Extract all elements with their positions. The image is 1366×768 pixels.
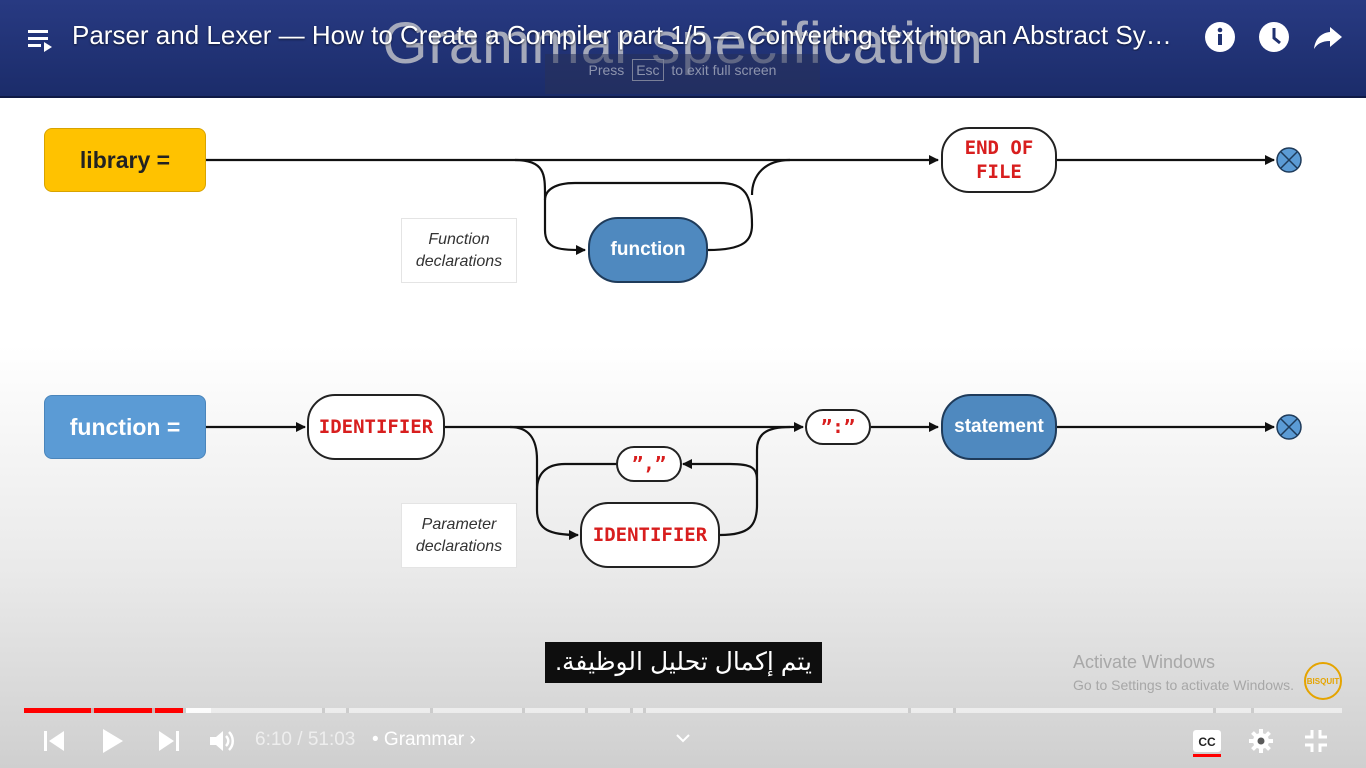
end-of-file-line-1: END OF bbox=[964, 137, 1034, 159]
function-nonterminal: function bbox=[588, 217, 708, 283]
svg-text:CC: CC bbox=[1198, 735, 1216, 749]
play-icon[interactable] bbox=[97, 725, 127, 757]
fullscreen-esc-hint: Press Esc to exit full screen bbox=[545, 54, 820, 94]
chapter-marker bbox=[345, 708, 349, 713]
library-rule-label: library = bbox=[44, 128, 206, 192]
chapter-marker bbox=[643, 708, 647, 713]
time-separator: / bbox=[297, 729, 303, 750]
chapter-marker bbox=[1212, 708, 1216, 713]
comma-terminal: ”,” bbox=[616, 446, 682, 482]
function-declarations-note: Function declarations bbox=[401, 218, 517, 283]
end-of-file-line-2: FILE bbox=[976, 161, 1022, 183]
activate-windows-title: Activate Windows bbox=[1073, 652, 1216, 672]
end-marker-2 bbox=[1276, 414, 1302, 440]
current-time: 6:10 bbox=[255, 729, 292, 750]
function-loop-in bbox=[514, 158, 586, 255]
chapter-marker bbox=[429, 708, 433, 713]
chevron-right-icon: › bbox=[469, 729, 476, 750]
identifier-terminal-2: IDENTIFIER bbox=[580, 502, 720, 568]
activate-windows-hint: Go to Settings to activate Windows. bbox=[1073, 677, 1294, 693]
playlist-icon[interactable] bbox=[26, 26, 56, 54]
function-note-line-1: Function bbox=[428, 230, 490, 248]
chapter-marker bbox=[522, 708, 526, 713]
captions-icon[interactable]: CC bbox=[1192, 728, 1222, 754]
chapter-title: • Grammar bbox=[372, 729, 465, 750]
function-loop-out bbox=[750, 158, 791, 196]
previous-icon[interactable] bbox=[40, 727, 68, 755]
caption-text: يتم إكمال تحليل الوظيفة. bbox=[545, 642, 822, 683]
volume-icon[interactable] bbox=[207, 726, 237, 756]
end-marker-1 bbox=[1276, 147, 1302, 173]
channel-watermark-logo[interactable]: BISQUIT bbox=[1304, 662, 1342, 700]
chapter-marker bbox=[908, 708, 912, 713]
params-comma-back bbox=[682, 459, 759, 481]
parameter-note-line-2: declarations bbox=[415, 537, 503, 555]
top-bar: Grammar specification Press Esc to exit … bbox=[0, 0, 1366, 98]
progress-played bbox=[24, 708, 184, 713]
function-note-line-2: declarations bbox=[415, 252, 503, 270]
gear-icon[interactable] bbox=[1247, 727, 1275, 755]
captions-active-indicator bbox=[1193, 754, 1221, 757]
clock-icon[interactable] bbox=[1257, 20, 1291, 54]
chevron-down-icon[interactable] bbox=[674, 731, 692, 745]
chapter-marker bbox=[953, 708, 957, 713]
esc-key-badge: Esc bbox=[632, 59, 664, 81]
progress-track bbox=[24, 708, 1342, 713]
params-loop-out bbox=[719, 425, 791, 537]
next-icon[interactable] bbox=[155, 727, 183, 755]
statement-nonterminal: statement bbox=[941, 394, 1057, 460]
duration: 51:03 bbox=[307, 729, 356, 750]
identifier-terminal-1: IDENTIFIER bbox=[307, 394, 445, 460]
chapter-marker bbox=[1251, 708, 1255, 713]
chapter-marker bbox=[321, 708, 325, 713]
function-loop-back bbox=[543, 181, 754, 252]
progress-bar[interactable] bbox=[24, 708, 1342, 713]
parameter-declarations-note: Parameter declarations bbox=[401, 503, 517, 568]
esc-hint-prefix: Press bbox=[588, 62, 625, 78]
chapter-marker bbox=[585, 708, 589, 713]
video-title[interactable]: Parser and Lexer — How to Create a Compi… bbox=[72, 20, 1172, 50]
chapter-marker bbox=[183, 708, 187, 713]
chapter-button[interactable]: • Grammar › bbox=[372, 729, 476, 751]
params-comma-to-loop bbox=[535, 462, 617, 491]
time-display: 6:10 / 51:03 bbox=[255, 729, 355, 751]
esc-hint-suffix: to exit full screen bbox=[671, 62, 777, 78]
chapter-marker bbox=[630, 708, 634, 713]
parameter-note-line-1: Parameter bbox=[421, 515, 497, 533]
chapter-marker bbox=[151, 708, 155, 713]
params-loop-in bbox=[509, 425, 579, 540]
share-icon[interactable] bbox=[1311, 20, 1345, 54]
colon-terminal: ”:” bbox=[805, 409, 871, 445]
chapter-marker bbox=[91, 708, 95, 713]
exit-fullscreen-icon[interactable] bbox=[1302, 727, 1330, 755]
function-rule-label: function = bbox=[44, 395, 206, 459]
end-of-file-terminal: END OF FILE bbox=[941, 127, 1057, 193]
info-icon[interactable] bbox=[1203, 20, 1237, 54]
